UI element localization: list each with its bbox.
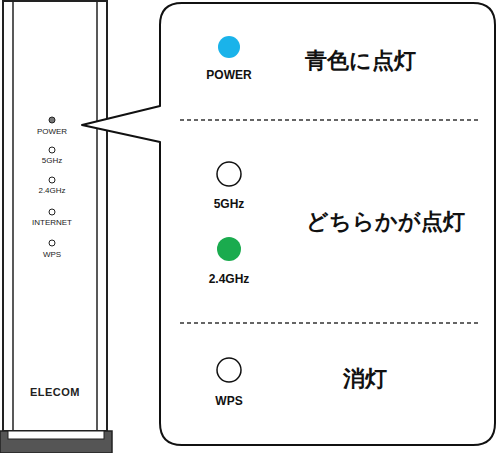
brand-name: ELECOM [30, 386, 80, 398]
separator [180, 322, 478, 324]
callout-outline [82, 3, 495, 445]
status-text: 青色に点灯 [305, 49, 416, 73]
separator [180, 119, 478, 121]
router-edge [12, 1, 14, 431]
led-dot [49, 209, 55, 215]
led-dot [49, 147, 55, 153]
led-dot [49, 177, 55, 183]
lamp-off [217, 358, 241, 382]
lamp-label: 5GHz [214, 198, 245, 211]
lamp-green [217, 237, 241, 261]
status-text: 消灯 [343, 367, 387, 391]
router-stand [8, 431, 104, 439]
led-dot [49, 117, 55, 123]
lamp-label: 2.4GHz [209, 273, 250, 286]
router-edge [96, 1, 98, 431]
router-body [3, 1, 107, 431]
led-label: POWER [37, 128, 67, 137]
led-label: 5GHz [42, 157, 62, 166]
led-label: 2.4GHz [38, 187, 65, 196]
lamp-off [217, 162, 241, 186]
lamp-blue [218, 36, 240, 58]
led-label: INTERNET [32, 219, 72, 228]
led-dot [49, 240, 55, 246]
status-text: どちらかが点灯 [306, 210, 465, 234]
router-stand [0, 431, 112, 453]
router-housing: ELECOM [3, 1, 107, 431]
led-label: WPS [43, 251, 61, 260]
lamp-label: WPS [215, 395, 242, 408]
lamp-label: POWER [206, 69, 251, 82]
